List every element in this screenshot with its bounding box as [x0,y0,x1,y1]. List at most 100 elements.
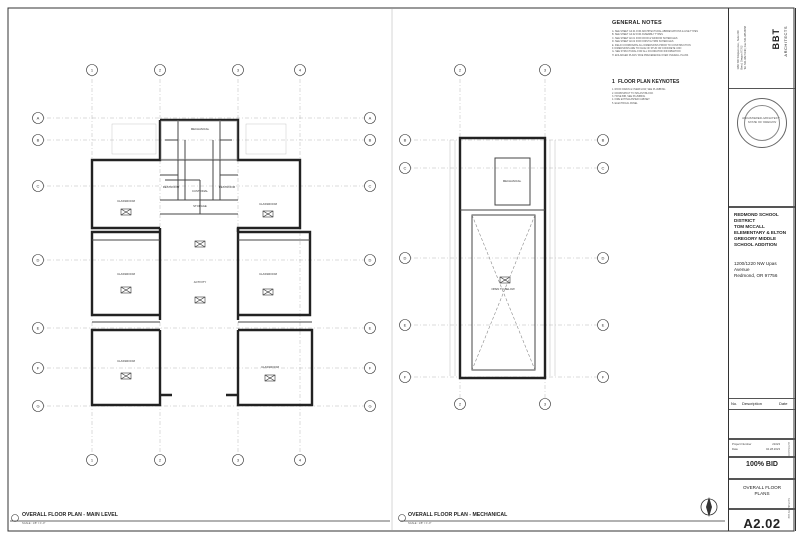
main-interior-walls [92,120,312,323]
grid-bubble-left: A [32,112,44,124]
general-note-line: H. ENLARGED PLANS TAKE PRECEDENCE OVER O… [612,53,689,57]
svg-text:2: 2 [459,402,462,407]
bid-status: 100% BID [746,461,778,468]
grid-bubble-bottom: 4 [294,454,306,466]
svg-text:3: 3 [237,458,240,463]
light-fixture-icon [120,208,132,216]
revision-header: No. Description Date [729,398,795,410]
project-line: GREGORY MIDDLE [734,236,777,241]
main-plan-scale: SCALE : 1/8" = 1'-0" [22,522,46,525]
svg-text:2: 2 [159,458,162,463]
keynote-line: 5. ELECTRICAL PANEL [612,101,638,105]
main-plan-title: OVERALL FLOOR PLAN - MAIN LEVEL [22,512,118,518]
general-notes: GENERAL NOTES A. SEE SHEET G0.01 FOR ARC… [612,20,722,105]
general-note-line: A. SEE SHEET G0.01 FOR ARCHITECTURAL ABB… [612,30,698,33]
light-fixture-icon [499,276,511,284]
room-label: ACTIVITY [194,280,207,284]
svg-text:1: 1 [91,68,94,73]
svg-text:F: F [602,375,605,380]
mech-interior [460,157,545,371]
project-name: REDMOND SCHOOL DISTRICT TOM MCCALL ELEME… [734,212,792,248]
mech-grid-bubble-right: D [597,252,609,264]
grid-bubble-right: A [364,112,376,124]
rev-date-label: Date [779,401,788,406]
mech-grid-bubble-bottom: 2 [454,398,466,410]
svg-text:E: E [369,326,372,331]
svg-text:D: D [369,258,372,263]
room-label: MECHANICAL [503,179,522,183]
svg-text:B: B [37,138,40,143]
keynote-line: 1. ROOF DRAIN & OVERFLOW, SEE PLUMBING [612,88,666,92]
room-label: MECHANICAL [191,127,210,131]
keynotes-number: 1 [612,79,615,86]
svg-text:E: E [602,323,605,328]
general-note-line: E. FIELD COORDINATE ALL DIMENSIONS PRIOR… [612,43,691,47]
svg-text:E: E [37,326,40,331]
project-address-line: Redmond, OR 97756 [734,273,778,278]
mech-grid-bubble-right: B [597,134,609,146]
project-number-label: Project Number [732,442,752,446]
grid-bubble-bottom: 1 [86,454,98,466]
project-line: DISTRICT [734,218,756,223]
light-fixture-icon [120,286,132,294]
keynotes-title-text: FLOOR PLAN KEYNOTES [618,79,680,86]
grid-bubble-top: 1 [86,64,98,76]
room-label: CLASSROOM [117,199,136,203]
svg-text:C: C [404,166,407,171]
project-line: TOM MCCALL [734,224,765,229]
grid-bubble-right: F [364,362,376,374]
room-label: CLASSROOM [261,365,280,369]
project-line: ELEMENTARY & ELTON [734,230,787,235]
grid-bubble-top: 4 [294,64,306,76]
svg-text:A: A [369,116,372,121]
svg-text:B: B [602,138,605,143]
grid-bubble-right: E [364,322,376,334]
svg-text:4: 4 [299,458,302,463]
light-fixture-icon [264,374,276,382]
mech-grid-bubble-right: C [597,162,609,174]
grid-bubble-right: G [364,400,376,412]
date-label: Date [732,446,738,451]
svg-text:C: C [602,166,605,171]
general-note-line: D. SEE SHEET A0.02 FOR FINISH & TRIM SCH… [612,40,674,44]
grid-bubble-bottom: 2 [154,454,166,466]
svg-text:D: D [602,256,605,261]
svg-text:C: C [37,184,40,189]
project-line: SCHOOL ADDITION [734,242,777,247]
sheet-title: OVERALL FLOOR PLANS [729,485,795,497]
svg-text:3: 3 [544,402,547,407]
mech-grid-bubble-left: B [399,134,411,146]
main-hatch [111,120,287,160]
mech-building-walls [458,136,547,380]
grid-bubble-right: C [364,180,376,192]
svg-text:B: B [369,138,372,143]
mech-grid-bubble-right: E [597,319,609,331]
svg-text:B: B [404,138,407,143]
svg-text:3: 3 [544,68,547,73]
svg-text:F: F [37,366,40,371]
sheet-title-line: PLANS [754,491,770,496]
firm-sub: ARCHITECTS [783,26,788,57]
general-note-line: C. SEE SHEET A0.01 FOR DOOR & WINDOW SCH… [612,36,678,40]
mech-grid-bubble-left: D [399,252,411,264]
svg-text:A: A [37,116,40,121]
sheet-border [7,7,795,532]
room-label: STORAGE [193,204,207,208]
svg-text:C: C [369,184,372,189]
svg-text:2: 2 [159,68,162,73]
svg-text:D: D [404,256,407,261]
mech-plan-scale: SCALE : 1/8" = 1'-0" [408,522,432,525]
grid-bubble-left: B [32,134,44,146]
sheet-number: A2.02 [743,516,781,531]
mech-grid-bubble-top: 3 [539,64,551,76]
grid-bubble-left: E [32,322,44,334]
grid-bubble-left: G [32,400,44,412]
grid-bubble-left: F [32,362,44,374]
svg-text:D: D [37,258,40,263]
room-label: RESTROOM [163,185,180,189]
copyright: COPYRIGHT [788,442,791,457]
seal-text: REGISTERED ARCHITECT · STATE OF OREGON [742,116,782,124]
